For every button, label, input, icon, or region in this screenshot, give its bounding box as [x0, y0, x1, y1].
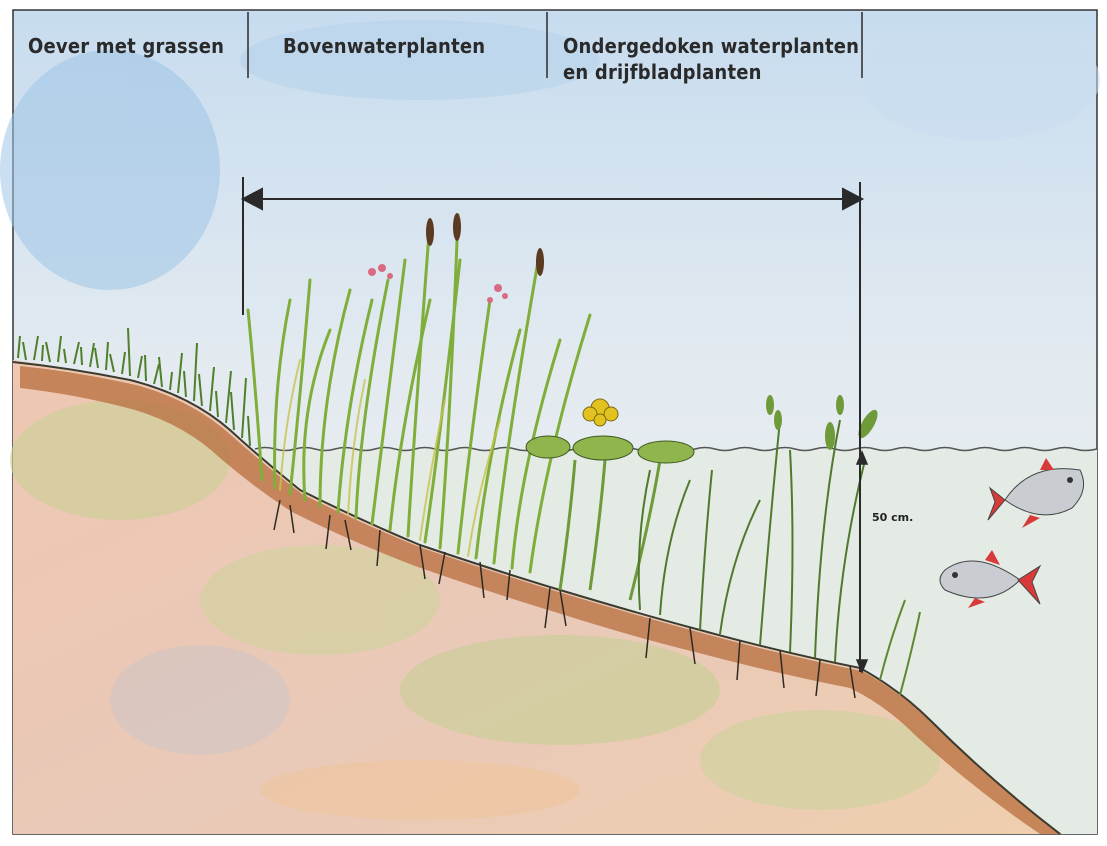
cattail-head [536, 248, 544, 276]
lily-pad [526, 436, 570, 458]
lily-pad [573, 436, 633, 460]
zone-label-emergent-plants: Bovenwaterplanten [283, 33, 485, 59]
zone-label-shore-grasses: Oever met grassen [28, 33, 224, 59]
depth-label: 50 cm. [872, 511, 913, 524]
zone-label-submerged-floating-plants: Ondergedoken waterplanten en drijfbladpl… [563, 33, 859, 85]
cattail-head [453, 213, 461, 241]
lily-pad [638, 441, 694, 463]
cattail-head [426, 218, 434, 246]
